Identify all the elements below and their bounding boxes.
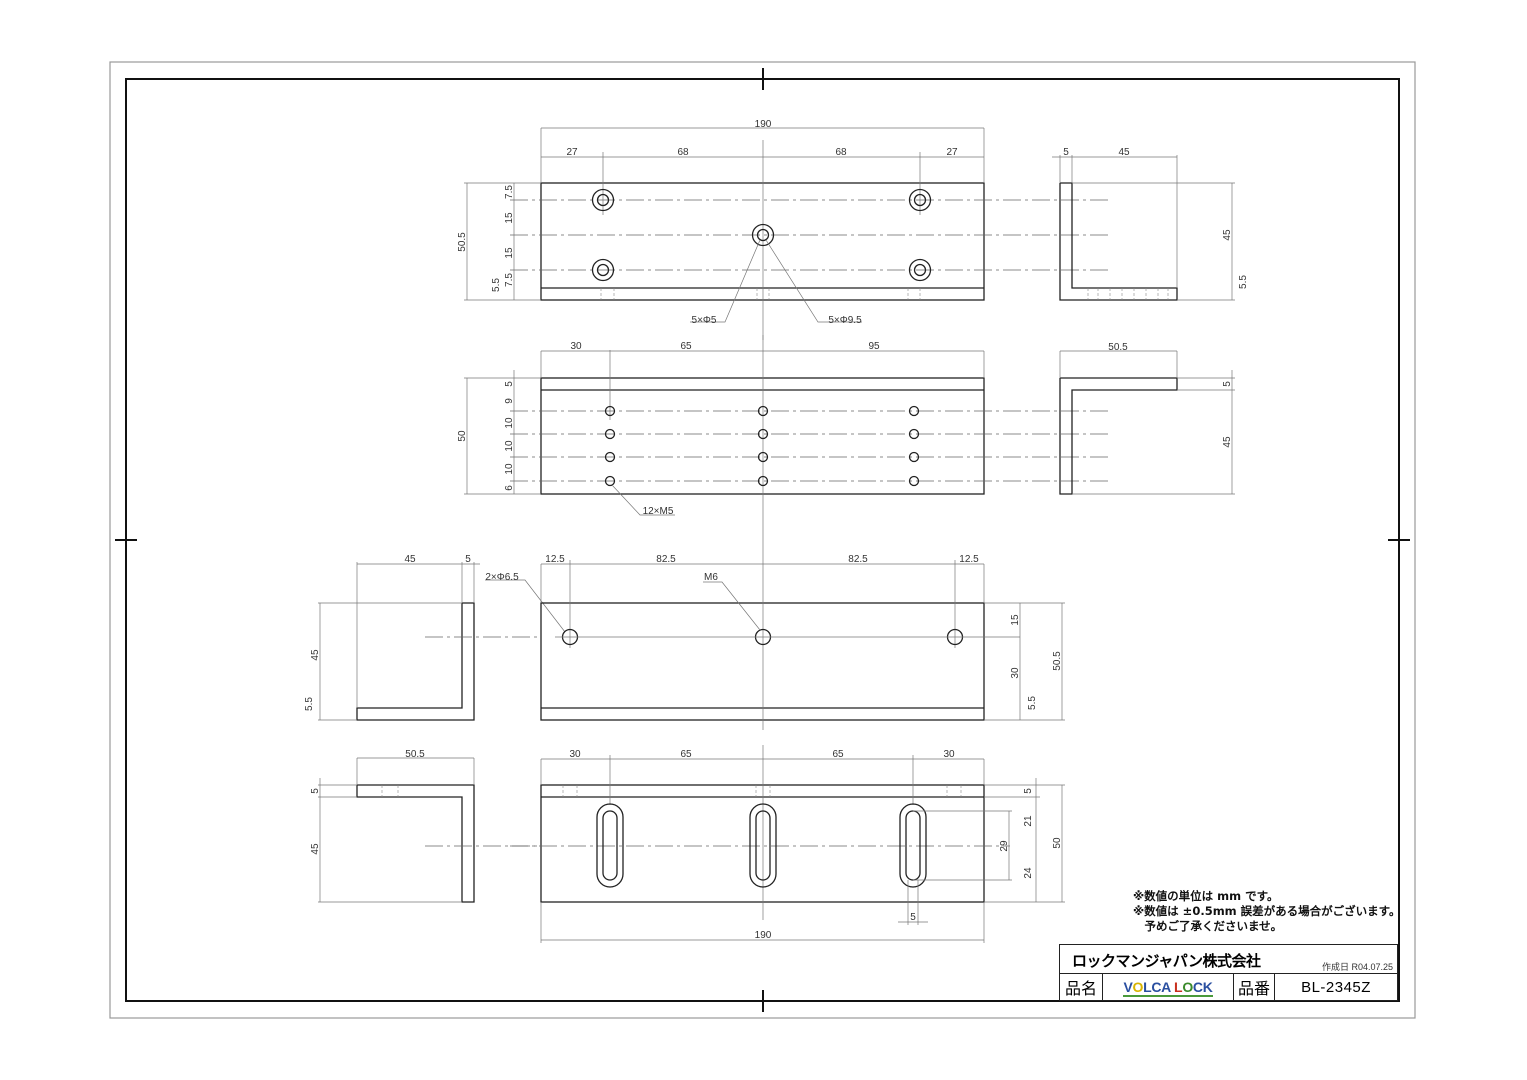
svg-text:50: 50 bbox=[1052, 837, 1063, 849]
svg-text:45: 45 bbox=[1118, 147, 1130, 158]
product-logo: VOLCA LOCK bbox=[1103, 973, 1234, 1001]
svg-text:27: 27 bbox=[946, 147, 958, 158]
svg-text:82.5: 82.5 bbox=[656, 554, 676, 565]
svg-text:5: 5 bbox=[1023, 788, 1034, 794]
svg-text:21: 21 bbox=[1023, 815, 1034, 827]
svg-text:M6: M6 bbox=[704, 572, 718, 583]
svg-text:5: 5 bbox=[465, 554, 471, 565]
drawing-notes: ※数値の単位は mm です。 ※数値は ±0.5mm 誤差がある場合がございます… bbox=[1133, 889, 1401, 934]
svg-text:50.5: 50.5 bbox=[457, 232, 468, 252]
svg-text:10: 10 bbox=[504, 440, 515, 452]
svg-text:12×M5: 12×M5 bbox=[643, 506, 674, 517]
svg-text:50.5: 50.5 bbox=[1108, 342, 1128, 353]
view1-front: 190 27 68 68 27 50.5 7.5 15 15 7.5 5.5 5… bbox=[457, 119, 1110, 340]
created-date: 作成日 R04.07.25 bbox=[1321, 962, 1393, 972]
view1-side: 5 45 45 5.5 bbox=[1052, 147, 1249, 301]
svg-text:7.5: 7.5 bbox=[504, 185, 515, 199]
part-number: BL-2345Z bbox=[1301, 978, 1371, 996]
svg-text:5: 5 bbox=[504, 381, 515, 387]
view4-front: 30 65 65 30 29 5 21 24 50 5 190 bbox=[510, 745, 1065, 943]
inner-frame bbox=[125, 78, 1400, 1002]
note-unit: ※数値の単位は mm です。 bbox=[1133, 889, 1279, 903]
svg-text:12.5: 12.5 bbox=[545, 554, 565, 565]
svg-text:5.5: 5.5 bbox=[1027, 696, 1038, 710]
svg-text:5.5: 5.5 bbox=[1238, 275, 1249, 289]
volca-lock-logo: VOLCA LOCK bbox=[1123, 979, 1213, 997]
svg-text:24: 24 bbox=[1023, 867, 1034, 879]
svg-text:190: 190 bbox=[755, 930, 772, 941]
svg-text:5×Φ9.5: 5×Φ9.5 bbox=[828, 315, 862, 326]
svg-text:68: 68 bbox=[677, 147, 689, 158]
svg-text:50.5: 50.5 bbox=[1052, 651, 1063, 671]
svg-text:50: 50 bbox=[457, 430, 468, 442]
svg-text:65: 65 bbox=[680, 749, 692, 760]
svg-text:5×Φ5: 5×Φ5 bbox=[692, 315, 717, 326]
svg-text:50.5: 50.5 bbox=[405, 749, 425, 760]
svg-text:5: 5 bbox=[910, 912, 916, 923]
svg-text:5: 5 bbox=[310, 788, 321, 794]
svg-text:45: 45 bbox=[1222, 229, 1233, 241]
view4-side: 50.5 5 45 bbox=[310, 749, 540, 903]
svg-text:45: 45 bbox=[310, 649, 321, 661]
svg-text:45: 45 bbox=[1222, 436, 1233, 448]
svg-text:65: 65 bbox=[680, 341, 692, 352]
svg-text:15: 15 bbox=[504, 247, 515, 259]
svg-text:95: 95 bbox=[868, 341, 880, 352]
svg-text:12.5: 12.5 bbox=[959, 554, 979, 565]
view3-side: 45 5 45 5.5 2×Φ6.5 bbox=[304, 554, 566, 721]
svg-text:10: 10 bbox=[504, 417, 515, 429]
view2-side: 50.5 5 45 bbox=[1059, 342, 1235, 495]
svg-text:190: 190 bbox=[755, 119, 772, 130]
svg-text:9: 9 bbox=[504, 398, 515, 404]
svg-text:5.5: 5.5 bbox=[304, 697, 315, 711]
svg-text:45: 45 bbox=[310, 843, 321, 855]
part-number-label: 品番 bbox=[1234, 973, 1275, 1001]
outer-frame bbox=[109, 61, 1416, 1019]
svg-text:30: 30 bbox=[1010, 667, 1021, 679]
svg-text:6: 6 bbox=[504, 485, 515, 491]
view3-front: 12.5 82.5 82.5 12.5 M6 15 30 5.5 50.5 bbox=[540, 550, 1065, 730]
svg-text:68: 68 bbox=[835, 147, 847, 158]
svg-text:7.5: 7.5 bbox=[504, 273, 515, 287]
product-name-label: 品名 bbox=[1060, 973, 1103, 1001]
svg-text:30: 30 bbox=[570, 341, 582, 352]
svg-text:29: 29 bbox=[999, 840, 1010, 852]
svg-text:15: 15 bbox=[504, 212, 515, 224]
note-tolerance: ※数値は ±0.5mm 誤差がある場合がございます。 bbox=[1133, 904, 1401, 918]
svg-text:10: 10 bbox=[504, 463, 515, 475]
view2-front: 30 65 95 50 5 9 10 10 10 6 12×M5 bbox=[457, 335, 1110, 550]
title-block-header: ロックマンジャパン株式会社 作成日 R04.07.25 bbox=[1060, 945, 1397, 974]
title-block-info: 品名 VOLCA LOCK 品番 BL-2345Z bbox=[1060, 973, 1397, 1001]
title-block: ロックマンジャパン株式会社 作成日 R04.07.25 品名 VOLCA LOC… bbox=[1059, 944, 1398, 1001]
svg-text:65: 65 bbox=[832, 749, 844, 760]
svg-text:27: 27 bbox=[566, 147, 578, 158]
svg-text:15: 15 bbox=[1010, 614, 1021, 626]
center-marks bbox=[115, 68, 1410, 1012]
svg-text:30: 30 bbox=[569, 749, 581, 760]
svg-text:5: 5 bbox=[1222, 381, 1233, 387]
svg-text:30: 30 bbox=[943, 749, 955, 760]
note-disclaimer: 予めご了承くださいませ。 bbox=[1133, 919, 1283, 933]
svg-text:5.5: 5.5 bbox=[491, 278, 502, 292]
svg-text:45: 45 bbox=[404, 554, 416, 565]
svg-text:2×Φ6.5: 2×Φ6.5 bbox=[485, 572, 519, 583]
svg-text:82.5: 82.5 bbox=[848, 554, 868, 565]
company-name: ロックマンジャパン株式会社 bbox=[1072, 952, 1261, 970]
svg-text:5: 5 bbox=[1063, 147, 1069, 158]
